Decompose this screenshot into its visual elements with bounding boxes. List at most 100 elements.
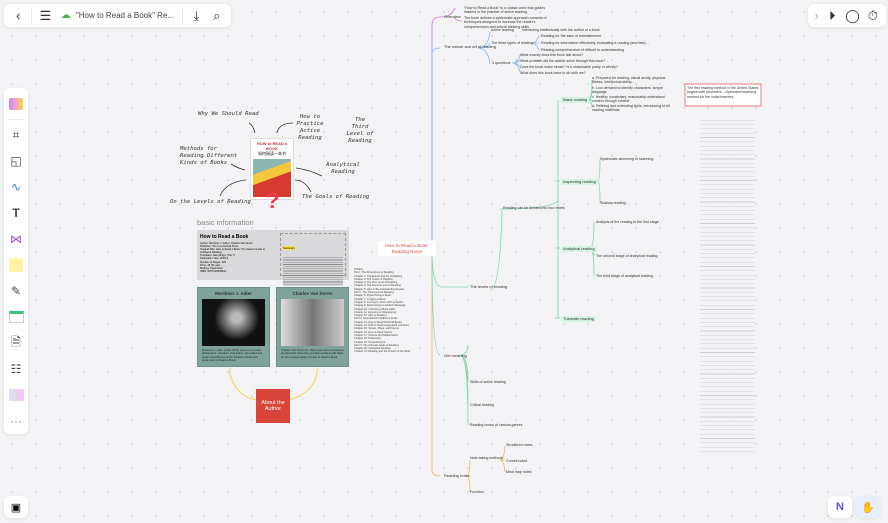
contents-item: Chapter 16: How to Read History bbox=[354, 330, 393, 334]
about-author-sticky[interactable]: About the Author bbox=[256, 389, 290, 423]
sketch-label: The Third Level of Reading bbox=[346, 117, 374, 144]
timer-icon[interactable]: ⏱ bbox=[867, 7, 878, 23]
minimap-icon: ▣ bbox=[10, 501, 22, 514]
mindmap-node[interactable]: The three types of reading bbox=[491, 41, 533, 45]
mindmap-node[interactable]: d. Refining and extending skills, introd… bbox=[592, 104, 670, 113]
table-icon[interactable] bbox=[6, 307, 26, 327]
mindmap-node[interactable]: Reading comprehension of difficult to un… bbox=[541, 48, 624, 52]
contents-item: Chapter 12: Aids to Reading bbox=[354, 314, 387, 318]
author-card: Mortimer J. Adler Mortimer J. Adler (190… bbox=[197, 287, 270, 367]
present-icon[interactable]: ⏵ bbox=[828, 7, 836, 23]
mindmap-node[interactable]: Skills of active reading bbox=[470, 380, 506, 384]
shape-icon[interactable]: ◱ bbox=[10, 154, 22, 168]
hand-icon: ✋ bbox=[861, 501, 875, 514]
question-mark-icon: ? bbox=[266, 188, 280, 213]
mindmap-node[interactable]: Does the book make sense? Is it reasonab… bbox=[520, 65, 618, 69]
mindmap-node[interactable]: Reading notes bbox=[444, 473, 470, 478]
mindmap-node[interactable]: Critical reading bbox=[470, 403, 494, 407]
document-title[interactable]: "How to Read a Book" Re... bbox=[75, 11, 175, 20]
top-right-toolbar: › ⏵ ◯ ⏱ bbox=[808, 4, 886, 27]
download-icon[interactable]: ⤓ bbox=[193, 7, 200, 23]
note-box[interactable]: The first reading method in the United S… bbox=[687, 86, 759, 99]
search-icon[interactable]: ⌕ bbox=[213, 7, 221, 23]
sketch-label: Analytical Reading bbox=[326, 162, 360, 175]
more-icon[interactable]: ··· bbox=[10, 414, 22, 428]
kanban-icon[interactable] bbox=[6, 385, 26, 405]
mindmap-node[interactable]: Get meaning bbox=[444, 353, 467, 358]
text-icon[interactable]: T bbox=[12, 206, 20, 220]
mindmap-node[interactable]: a. Prepared for reading: visual acuity, … bbox=[592, 76, 666, 85]
summary-label: Summary bbox=[283, 246, 295, 250]
mindmap-node[interactable]: What exactly does this book talk about? bbox=[520, 53, 584, 57]
mindmap-node[interactable]: What does this book have to do with me? bbox=[520, 71, 586, 75]
mindmap-node[interactable]: Analysis of the reading in the first sta… bbox=[596, 220, 659, 224]
sticky-note-icon[interactable] bbox=[6, 255, 26, 275]
mindmap-node[interactable]: Systematic skimming or scanning bbox=[600, 157, 654, 161]
author-photo bbox=[202, 299, 265, 346]
mindmap-node[interactable]: What problem did the author solve throug… bbox=[520, 59, 610, 63]
mindmap-node[interactable]: Reading for information effectively, eva… bbox=[541, 41, 650, 45]
contents-item: Chapter 7: X-raying a Book bbox=[354, 297, 386, 301]
mindmap-node[interactable]: Reading for the sake of entertainment bbox=[541, 34, 602, 38]
mindmap-node[interactable]: b. Low demand to identify characters, si… bbox=[592, 86, 664, 95]
comment-icon[interactable]: ◯ bbox=[845, 7, 860, 23]
ai-button[interactable]: N bbox=[828, 496, 852, 518]
section-heading: basic information bbox=[197, 218, 254, 227]
mindmap-node[interactable]: The second stage of analytical reading bbox=[596, 254, 658, 258]
mindmap-node[interactable]: The third stage of analytical reading bbox=[596, 274, 653, 278]
document-icon[interactable]: 🗎 bbox=[11, 334, 21, 349]
menu-icon[interactable]: ☰ bbox=[39, 7, 52, 23]
mindmap-node[interactable]: Thematic reading bbox=[561, 316, 596, 323]
mindmap-node[interactable]: Cornell notes bbox=[506, 459, 528, 463]
author-photo bbox=[281, 299, 344, 346]
pen-icon[interactable]: ✎ bbox=[10, 284, 22, 298]
mindmap-node[interactable]: Structured notes bbox=[506, 443, 533, 447]
mindmap-node[interactable]: The book defines a systematic approach c… bbox=[464, 16, 547, 29]
detail-line: Price: 45.00 yuan bbox=[200, 263, 221, 267]
mindmap-node[interactable]: Inspecting reading bbox=[561, 179, 598, 186]
mindmap-node[interactable]: Reading can be divided into four levels bbox=[503, 206, 565, 210]
mindmap-node[interactable]: The nature and art of reading bbox=[444, 44, 496, 49]
detail-line: Number of Pages: 426 bbox=[200, 260, 226, 264]
mindmap-node[interactable]: Function bbox=[470, 490, 484, 494]
templates-icon[interactable] bbox=[6, 94, 26, 114]
mindmap-node[interactable]: Basic reading bbox=[561, 97, 590, 104]
mindmap-node[interactable]: 4 questions bbox=[492, 61, 511, 65]
mindmap-root[interactable]: How to Read a Book: Reading Notes bbox=[378, 241, 436, 256]
detail-line: Publisher: The Commercial Press bbox=[200, 245, 239, 249]
divider bbox=[8, 119, 24, 120]
mindmap-node[interactable]: Analytical reading bbox=[561, 246, 597, 253]
minimap-button[interactable]: ▣ bbox=[4, 496, 28, 518]
contents-item: Part II: The Third Level of Reading bbox=[354, 291, 394, 295]
mindmap-node[interactable]: Mind map notes bbox=[506, 470, 532, 474]
contents-item: Chapter 13: How to Read Practical Books bbox=[354, 320, 402, 324]
contents-item: Chapter 8: Coming to Terms with an Autho… bbox=[354, 300, 404, 304]
mindmap-node[interactable]: "How to Read a Book" is a classic work t… bbox=[464, 6, 546, 15]
back-icon[interactable]: ‹ bbox=[15, 8, 21, 23]
contents-item: Preface bbox=[354, 268, 363, 271]
mindmap-node[interactable]: Note-taking methods bbox=[470, 456, 504, 460]
list-icon[interactable]: ☷ bbox=[10, 362, 22, 376]
author-bio: Mortimer J. Adler (1902-2001) was an Ame… bbox=[202, 348, 263, 362]
hand-tool-button[interactable]: ✋ bbox=[856, 496, 880, 518]
mindmap-icon[interactable]: ⋈ bbox=[10, 232, 22, 246]
mindmap-node[interactable]: Overview bbox=[444, 14, 461, 19]
contents-item: Chapter 15: Stories, Plays, and Poems bbox=[354, 327, 399, 331]
detail-line: Publication Year: 2004-3 bbox=[200, 257, 229, 261]
mindmap-node[interactable]: Shallow reading bbox=[600, 201, 626, 205]
connector-icon[interactable]: ∿ bbox=[10, 180, 22, 194]
sketch-label: Methods for Reading Different Kinds of B… bbox=[180, 146, 238, 166]
contents-item: Chapter 3: The First Level of Reading bbox=[354, 281, 398, 285]
frame-icon[interactable]: ⌗ bbox=[12, 127, 20, 142]
mindmap-node[interactable]: Interacting intellectually with the auth… bbox=[522, 28, 600, 32]
expand-icon[interactable]: › bbox=[814, 8, 819, 23]
mindmap-node[interactable]: Reading books of various genres bbox=[470, 423, 523, 427]
top-toolbar: ‹ ☰ ☁ "How to Read a Book" Re... ⤓ ⌕ bbox=[4, 4, 231, 27]
mindmap-node[interactable]: c. Healthy vocabulary, reasonably unders… bbox=[592, 95, 665, 104]
cloud-sync-icon: ☁ bbox=[60, 10, 71, 21]
mindmap-node[interactable]: The levels of reading bbox=[470, 284, 508, 289]
contents-item: Chapter 10: Criticizing a Book Fairly bbox=[354, 307, 396, 311]
mindmap-node[interactable]: Active reading bbox=[491, 28, 514, 32]
detail-line: Author: Mortimer J. Adler / Charles Van … bbox=[200, 242, 253, 245]
